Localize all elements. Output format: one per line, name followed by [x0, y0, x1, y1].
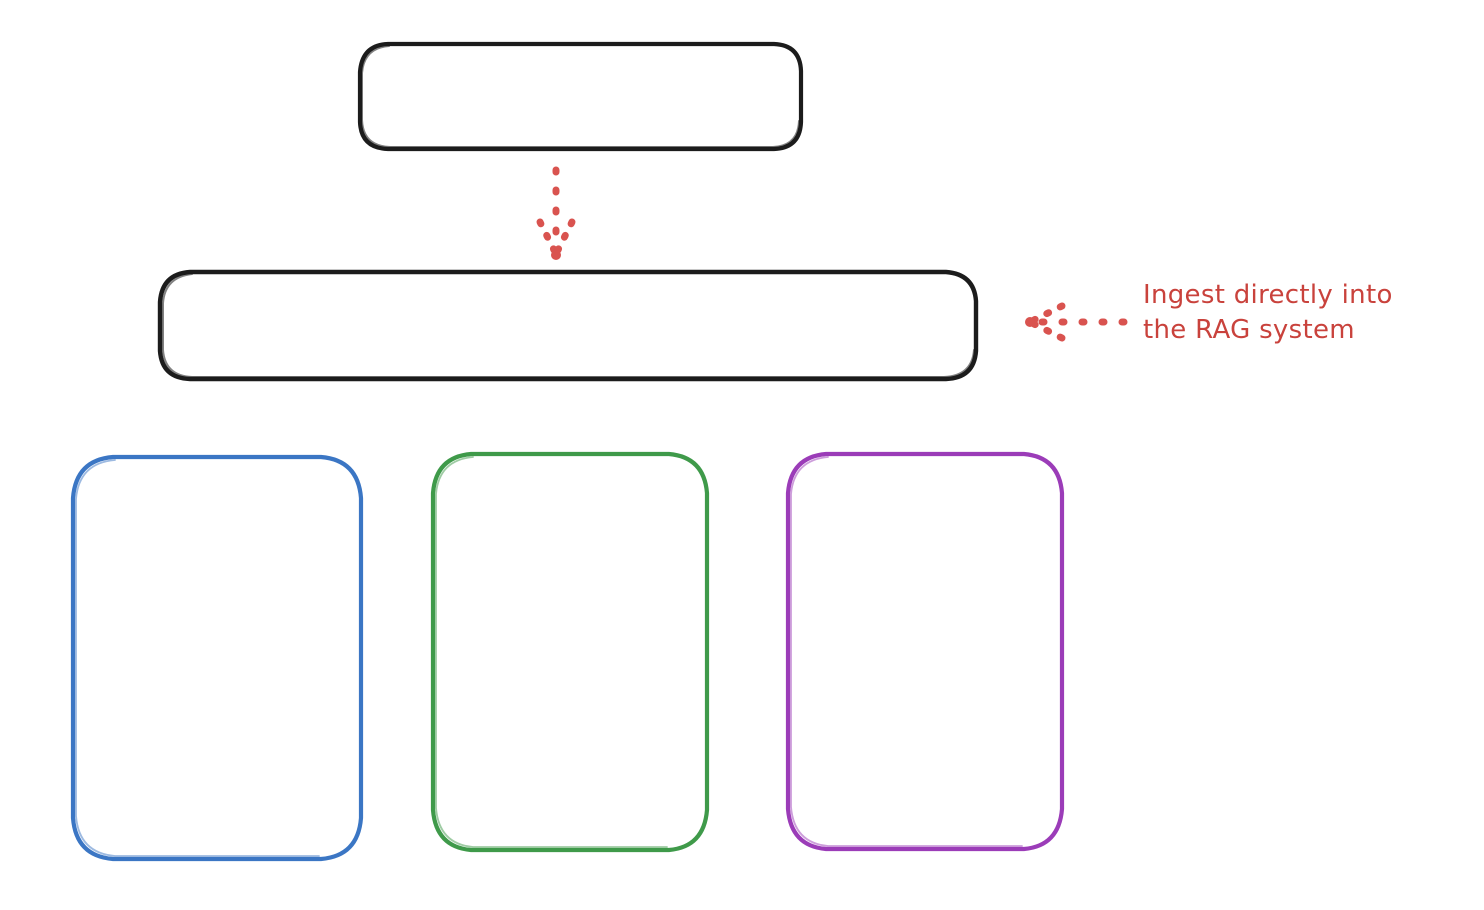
node-key-value-io-sublabel: KeyValueIndex	[477, 703, 663, 732]
node-rag-tool-label: RAG Tool	[506, 309, 630, 340]
node-key-value-io-label: KeyValueIO (set_key, delete_key, get)	[467, 550, 673, 645]
node-vector-io-label: VectorIO (insert_chunks, delete_chunks, …	[120, 539, 314, 667]
node-relational-io-sublabel: SQLTable	[868, 705, 982, 734]
node-rag-tool[interactable]: RAG Tool	[156, 268, 980, 383]
node-vector-io[interactable]: VectorIO (insert_chunks, delete_chunks, …	[69, 453, 365, 863]
node-key-value-io[interactable]: KeyValueIO (set_key, delete_key, get) Ke…	[429, 450, 711, 854]
arrow-ingest-to-rag-tool	[1025, 302, 1128, 342]
node-vector-io-sublabel: VectorIndex	[141, 711, 293, 740]
annotation-ingest: Ingest directly into the RAG system	[1143, 280, 1393, 346]
arrow-agent-to-rag-tool	[536, 166, 576, 260]
node-relational-io-label: RelationalIO (insert_sql, query_sql)	[848, 552, 1002, 647]
node-relational-io[interactable]: RelationalIO (insert_sql, query_sql) SQL…	[784, 450, 1066, 853]
node-agent-label: AGENT	[521, 80, 640, 112]
node-agent[interactable]: AGENT	[356, 40, 805, 153]
